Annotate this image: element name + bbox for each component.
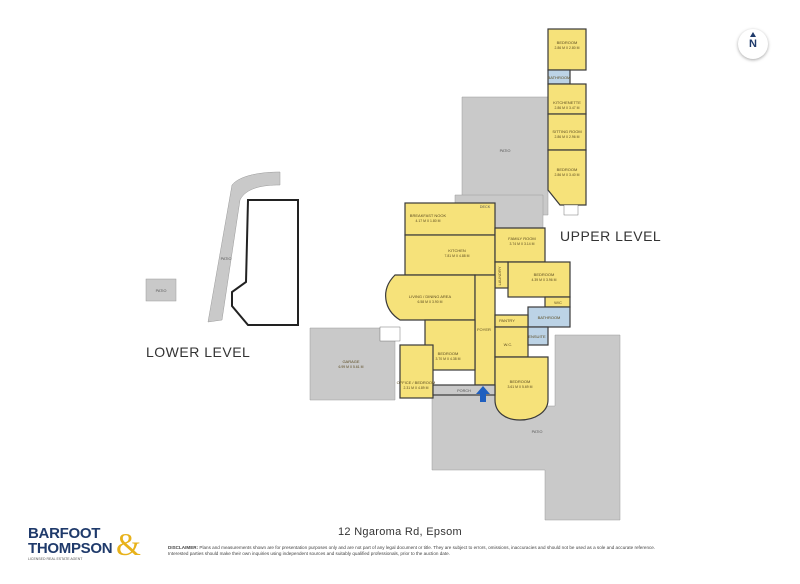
- room-breakfast-nook: [404, 202, 496, 236]
- dims-kitchen: 7.81 M X 4.88 M: [445, 254, 470, 258]
- room-ensuite: [527, 326, 549, 346]
- north-pointer-icon: [750, 32, 756, 37]
- patio-upper-area: [461, 96, 549, 216]
- label-patio-south: PATIO: [532, 430, 543, 434]
- label-patio-upper: PATIO: [500, 149, 511, 153]
- brand-line1: BARFOOT: [28, 525, 101, 542]
- label-bedroom-upper2: BEDROOM: [557, 167, 578, 172]
- label-laundry: LAUNDRY: [497, 266, 502, 285]
- disclaimer-text: Plans and measurements shown are for pre…: [168, 545, 656, 556]
- dims-sitting-room: 2.86 M X 2.96 M: [555, 135, 580, 139]
- label-porch: PORCH: [457, 389, 471, 393]
- label-family-room: FAMILY ROOM: [508, 236, 535, 241]
- dims-kitchenette: 2.86 M X 3.47 M: [555, 106, 580, 110]
- disclaimer-heading: DISCLAIMER:: [168, 545, 199, 550]
- label-garage: GARAGE: [342, 359, 359, 364]
- dims-garage: 6.99 M X 5.61 M: [339, 365, 364, 369]
- label-wc: W.C.: [504, 342, 513, 347]
- label-bedroom-east: BEDROOM: [534, 272, 555, 277]
- label-deck: DECK: [480, 205, 491, 209]
- label-office: OFFICE / BEDROOM: [397, 380, 436, 385]
- dims-bedroom-east: 4.39 M X 3.96 M: [532, 278, 557, 282]
- room-office: [399, 344, 434, 399]
- patio-small-area: [145, 278, 177, 302]
- room-bedroom-upper2: [547, 149, 587, 206]
- property-address: 12 Ngaroma Rd, Epsom: [338, 526, 462, 538]
- label-kitchenette: KITCHENETTE: [553, 100, 581, 105]
- label-kitchen: KITCHEN: [448, 248, 466, 253]
- steps-upper-wing: [563, 204, 579, 216]
- dims-bedroom-master: 3.61 M X 5.69 M: [508, 385, 533, 389]
- label-foyer: FOYER: [477, 327, 491, 332]
- room-bedroom-top: [547, 28, 587, 71]
- entry-arrow-icon: [476, 386, 490, 402]
- lower-level-outline: [231, 199, 299, 326]
- room-wc: [494, 326, 529, 358]
- label-pantry: PANTRY: [499, 318, 515, 323]
- steps-living: [379, 326, 401, 342]
- label-bathroom-main: BATHROOM: [538, 315, 561, 320]
- brand-logo: BARFOOT THOMPSON LICENSED REAL ESTATE AG…: [28, 526, 158, 568]
- dims-bedroom-mid: 3.70 M X 4.38 M: [436, 357, 461, 361]
- brand-subline: LICENSED REAL ESTATE AGENT: [28, 557, 83, 561]
- label-breakfast-nook: BREAKFAST NOOK: [410, 213, 447, 218]
- label-sitting-room: SITTING ROOM: [552, 129, 581, 134]
- dims-breakfast-nook: 4.17 M X 1.80 M: [416, 219, 441, 223]
- label-bedroom-mid: BEDROOM: [438, 351, 459, 356]
- label-patio-small: PATIO: [156, 289, 167, 293]
- compass-label: N: [749, 38, 757, 50]
- room-bedroom-master: [494, 356, 549, 421]
- disclaimer: DISCLAIMER: Plans and measurements shown…: [168, 545, 668, 557]
- brand-line2: THOMPSON: [28, 540, 113, 557]
- compass-icon: N: [738, 29, 768, 59]
- label-ensuite: ENSUITE: [528, 334, 546, 339]
- label-wic: W/C: [554, 300, 562, 305]
- dims-office: 2.31 M X 4.89 M: [404, 386, 429, 390]
- dims-family-room: 3.74 M X 3.14 M: [510, 242, 535, 246]
- label-bathroom-top: BATHROOM: [548, 75, 571, 80]
- garage-area: [309, 327, 396, 401]
- dims-bedroom-upper2: 2.86 M X 3.40 M: [555, 173, 580, 177]
- dims-bedroom-top: 2.86 M X 2.80 M: [555, 46, 580, 50]
- label-bedroom-master: BEDROOM: [510, 379, 531, 384]
- label-bedroom-top: BEDROOM: [557, 40, 578, 45]
- brand-ampersand: &: [116, 526, 141, 562]
- lower-level-label: LOWER LEVEL: [146, 344, 250, 360]
- room-porch: [432, 384, 496, 396]
- dims-living-dining: 6.58 M X 3.90 M: [418, 300, 443, 304]
- label-living-dining: LIVING / DINING AREA: [409, 294, 452, 299]
- room-kitchenette: [547, 83, 587, 115]
- patio-lower-area: [207, 171, 281, 323]
- label-patio-lower: PATIO: [221, 257, 232, 261]
- upper-level-label: UPPER LEVEL: [560, 228, 661, 244]
